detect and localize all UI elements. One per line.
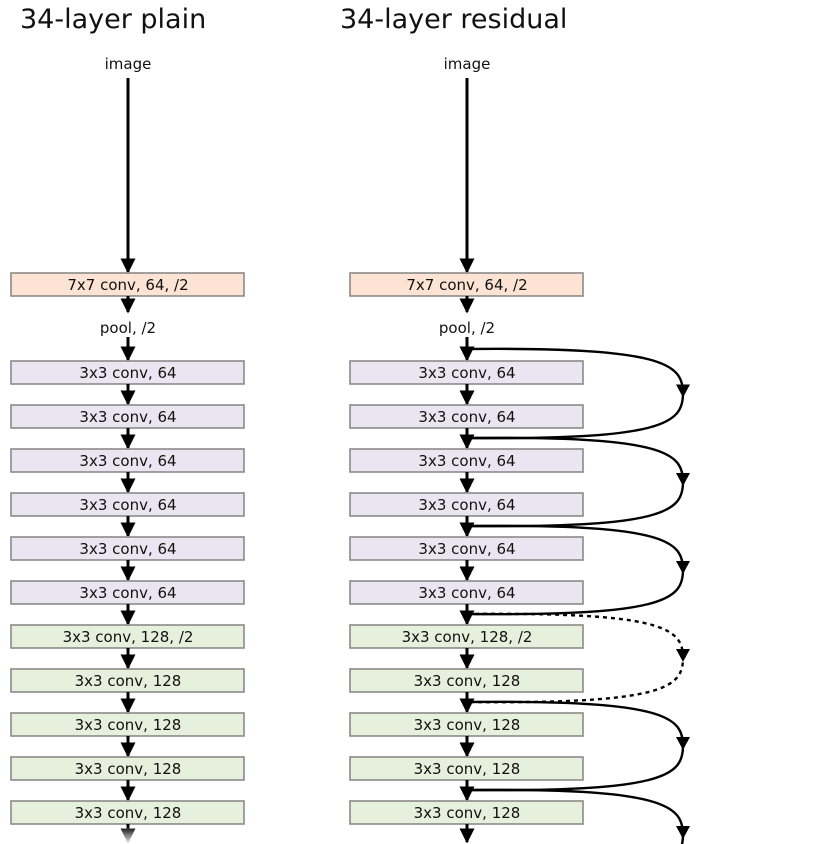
residual-layer-8: 3x3 conv, 128: [349, 668, 584, 693]
shortcut-junction: [464, 523, 470, 529]
plain-layer-4: 3x3 conv, 64: [10, 492, 245, 517]
residual-network-column: image 7x7 conv, 64, /2 pool, /2 3x3 conv, 6…: [349, 55, 584, 844]
plain-layer-7: 3x3 conv, 128, /2: [10, 624, 245, 649]
plain-layer-label: 7x7 conv, 64, /2: [67, 276, 188, 294]
plain-layer-label: 3x3 conv, 64: [79, 408, 176, 426]
shortcut-junction: [464, 346, 470, 352]
shortcut-arrowhead: [676, 826, 690, 839]
plain-layer-label: 3x3 conv, 64: [79, 496, 176, 514]
plain-layer-label: 3x3 conv, 128: [75, 760, 182, 778]
residual-layer-label: 3x3 conv, 64: [418, 540, 515, 558]
residual-layer-label: 3x3 conv, 64: [418, 584, 515, 602]
residual-layer-label: 3x3 conv, 128: [414, 672, 521, 690]
residual-layer-9: 3x3 conv, 128: [349, 712, 584, 737]
shortcut-arrowhead: [676, 473, 690, 486]
plain-layer-2: 3x3 conv, 64: [10, 404, 245, 429]
residual-layer-3: 3x3 conv, 64: [349, 448, 584, 473]
plain-layer-label: 3x3 conv, 64: [79, 584, 176, 602]
shortcut-arrowhead: [676, 561, 690, 574]
residual-pool-label: pool, /2: [439, 319, 495, 337]
residual-layer-1: 3x3 conv, 64: [349, 360, 584, 385]
residual-layer-7: 3x3 conv, 128, /2: [349, 624, 584, 649]
residual-layer-2: 3x3 conv, 64: [349, 404, 584, 429]
shortcut-junction: [464, 611, 470, 617]
plain-layer-6: 3x3 conv, 64: [10, 580, 245, 605]
shortcut-arrowhead: [676, 737, 690, 750]
residual-layer-6: 3x3 conv, 64: [349, 580, 584, 605]
shortcut-junction: [464, 699, 470, 705]
shortcut-arrowhead: [676, 384, 690, 398]
residual-layer-10: 3x3 conv, 128: [349, 756, 584, 781]
residual-layer-4: 3x3 conv, 64: [349, 492, 584, 517]
residual-layer-label: 3x3 conv, 64: [418, 408, 515, 426]
plain-layer-label: 3x3 conv, 64: [79, 540, 176, 558]
shortcut-arrowhead: [676, 649, 690, 662]
plain-layer-5: 3x3 conv, 64: [10, 536, 245, 561]
plain-layer-0: 7x7 conv, 64, /2: [10, 272, 245, 297]
residual-layer-label: 3x3 conv, 64: [418, 496, 515, 514]
plain-layer-label: 3x3 conv, 128, /2: [63, 628, 194, 646]
shortcut-connections: [464, 346, 690, 844]
plain-layer-9: 3x3 conv, 128: [10, 712, 245, 737]
residual-layer-label: 3x3 conv, 128: [414, 760, 521, 778]
residual-layer-label: 3x3 conv, 64: [418, 452, 515, 470]
shortcut-junction: [464, 787, 470, 793]
shortcut-junction: [464, 435, 470, 441]
plain-network-title: 34-layer plain: [20, 4, 207, 35]
residual-layer-label: 3x3 conv, 128: [414, 716, 521, 734]
residual-layer-0: 7x7 conv, 64, /2: [349, 272, 584, 297]
plain-layer-label: 3x3 conv, 128: [75, 804, 182, 822]
plain-layer-label: 3x3 conv, 64: [79, 452, 176, 470]
bottom-fade: [0, 826, 300, 844]
residual-layer-label: 3x3 conv, 128: [414, 804, 521, 822]
plain-input-label: image: [105, 55, 152, 73]
plain-layer-label: 3x3 conv, 128: [75, 672, 182, 690]
plain-network-column: image 7x7 conv, 64, /2 pool, /2 3x3 conv, 6…: [10, 55, 245, 844]
plain-layer-3: 3x3 conv, 64: [10, 448, 245, 473]
plain-layer-11: 3x3 conv, 128: [10, 800, 245, 825]
plain-layer-8: 3x3 conv, 128: [10, 668, 245, 693]
residual-network-title: 34-layer residual: [340, 4, 568, 35]
plain-layer-1: 3x3 conv, 64: [10, 360, 245, 385]
plain-layer-label: 3x3 conv, 128: [75, 716, 182, 734]
residual-layer-label: 7x7 conv, 64, /2: [406, 276, 527, 294]
residual-layer-label: 3x3 conv, 128, /2: [402, 628, 533, 646]
plain-pool-label: pool, /2: [100, 319, 156, 337]
plain-layer-label: 3x3 conv, 64: [79, 364, 176, 382]
residual-layer-label: 3x3 conv, 64: [418, 364, 515, 382]
residual-layer-11: 3x3 conv, 128: [349, 800, 584, 825]
residual-input-label: image: [444, 55, 491, 73]
plain-layer-10: 3x3 conv, 128: [10, 756, 245, 781]
residual-layer-5: 3x3 conv, 64: [349, 536, 584, 561]
